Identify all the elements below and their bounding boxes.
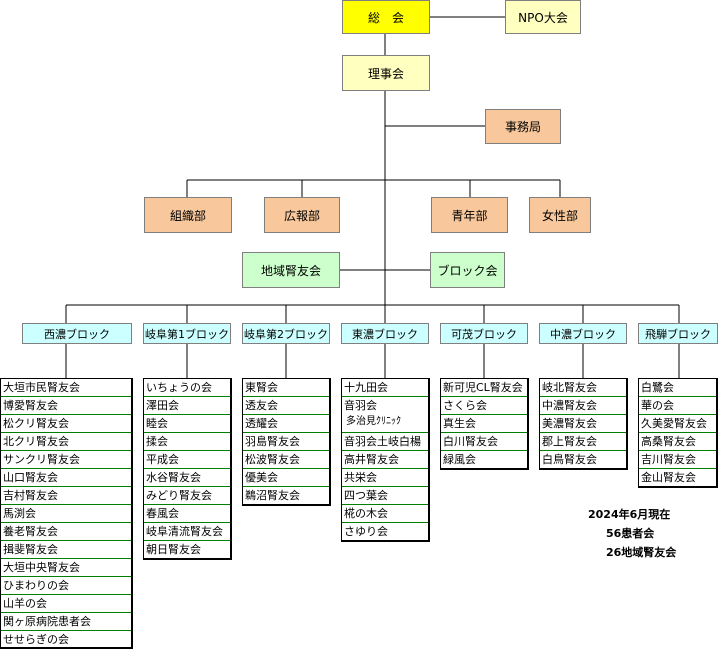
member-list-kamo: 新可児CL腎友会 さくら会 真生会 白川腎友会 緑風会 <box>440 378 529 470</box>
list-item: 華の会 <box>639 397 716 415</box>
list-item: 金山腎友会 <box>641 471 696 484</box>
list-item: 高井腎友会 <box>342 451 428 469</box>
list-item: 山羊の会 <box>1 595 131 613</box>
list-item: 鵜沼腎友会 <box>245 489 300 502</box>
department-box-pr: 広報部 <box>264 197 340 233</box>
block-header-tono: 東濃ブロック <box>341 323 429 344</box>
list-item: 関ヶ原病院患者会 <box>1 613 131 631</box>
list-item: いちょうの会 <box>144 379 230 397</box>
list-item: 博愛腎友会 <box>1 397 131 415</box>
board-box: 理事会 <box>342 55 430 91</box>
list-item: 白鷺会 <box>639 379 716 397</box>
list-item: 睦会 <box>144 415 230 433</box>
list-item: 春風会 <box>144 505 230 523</box>
list-item: 揉会 <box>144 433 230 451</box>
block-header-gifu1: 岐阜第1ブロック <box>143 323 231 344</box>
list-item: みどり腎友会 <box>144 487 230 505</box>
list-item: ひまわりの会 <box>1 577 131 595</box>
list-item: 優美会 <box>243 469 329 487</box>
member-list-tono: 十九田会 音羽会 多治見ｸﾘﾆｯｸ 音羽会土岐白楊 高井腎友会 共栄会 四つ葉会… <box>341 378 430 542</box>
member-list-seino: 大垣市民腎友会 博愛腎友会 松クリ腎友会 北クリ腎友会 サンクリ腎友会 山口腎友… <box>0 378 133 649</box>
list-item: せせらぎの会 <box>3 633 69 646</box>
list-item: 吉川腎友会 <box>639 451 716 469</box>
block-header-hida: 飛騨ブロック <box>638 323 718 344</box>
list-item: 山口腎友会 <box>1 469 131 487</box>
list-item: 音羽会土岐白楊 <box>342 433 428 451</box>
list-item: 新可児CL腎友会 <box>441 379 527 397</box>
list-item: 中濃腎友会 <box>540 397 626 415</box>
list-item: 共栄会 <box>342 469 428 487</box>
regional-association-box: 地域腎友会 <box>242 252 340 288</box>
member-list-gifu2: 東腎会 透友会 透耀会 羽島腎友会 松波腎友会 優美会 鵜沼腎友会 <box>242 378 331 506</box>
list-item: 松波腎友会 <box>243 451 329 469</box>
list-item: 多治見ｸﾘﾆｯｸ <box>342 412 428 433</box>
npo-meeting-box: NPO大会 <box>505 0 581 34</box>
list-item: 吉村腎友会 <box>1 487 131 505</box>
block-header-seino: 西濃ブロック <box>22 323 132 344</box>
department-box-women: 女性部 <box>529 197 591 233</box>
list-item: 美濃腎友会 <box>540 415 626 433</box>
list-item: 澤田会 <box>144 397 230 415</box>
member-list-hida: 白鷺会 華の会 久美愛腎友会 高桑腎友会 吉川腎友会 金山腎友会 <box>638 378 718 488</box>
general-meeting-box: 総 会 <box>342 0 430 34</box>
department-box-organization: 組織部 <box>144 197 232 233</box>
list-item: 東腎会 <box>243 379 329 397</box>
list-item: 真生会 <box>441 415 527 433</box>
block-header-kamo: 可茂ブロック <box>440 323 528 344</box>
list-item: 揖斐腎友会 <box>1 541 131 559</box>
list-item: 松クリ腎友会 <box>1 415 131 433</box>
list-item: 白川腎友会 <box>441 433 527 451</box>
list-item: さゆり会 <box>344 525 388 538</box>
list-item: 岐北腎友会 <box>540 379 626 397</box>
list-item: 白鳥腎友会 <box>542 453 597 466</box>
list-item: 透友会 <box>243 397 329 415</box>
list-item: 椛の木会 <box>342 505 428 523</box>
list-item: さくら会 <box>441 397 527 415</box>
list-item: 十九田会 <box>342 379 428 397</box>
member-list-chuno: 岐北腎友会 中濃腎友会 美濃腎友会 郡上腎友会 白鳥腎友会 <box>539 378 628 470</box>
note-regional-groups: 26地域腎友会 <box>606 546 677 559</box>
list-item: 羽島腎友会 <box>243 433 329 451</box>
list-item: 郡上腎友会 <box>540 433 626 451</box>
list-item: 緑風会 <box>443 453 476 466</box>
list-item: 養老腎友会 <box>1 523 131 541</box>
block-header-gifu2: 岐阜第2ブロック <box>242 323 330 344</box>
list-item: 岐阜清流腎友会 <box>144 523 230 541</box>
list-item: 四つ葉会 <box>342 487 428 505</box>
secretariat-box: 事務局 <box>485 109 561 144</box>
list-item: 朝日腎友会 <box>146 543 201 556</box>
list-item: 透耀会 <box>243 415 329 433</box>
block-meeting-box: ブロック会 <box>430 252 505 288</box>
note-patient-groups: 56患者会 <box>606 527 655 540</box>
list-item: 大垣中央腎友会 <box>1 559 131 577</box>
list-item: 平成会 <box>144 451 230 469</box>
list-item: 水谷腎友会 <box>144 469 230 487</box>
list-item: 馬渕会 <box>1 505 131 523</box>
list-item: 北クリ腎友会 <box>1 433 131 451</box>
member-list-gifu1: いちょうの会 澤田会 睦会 揉会 平成会 水谷腎友会 みどり腎友会 春風会 岐阜… <box>143 378 232 560</box>
list-item: 久美愛腎友会 <box>639 415 716 433</box>
department-box-youth: 青年部 <box>431 197 508 233</box>
note-date: 2024年6月現在 <box>588 508 671 521</box>
list-item: 大垣市民腎友会 <box>1 379 131 397</box>
list-item-sub: 多治見ｸﾘﾆｯｸ <box>346 416 401 427</box>
block-header-chuno: 中濃ブロック <box>539 323 627 344</box>
list-item: 音羽会 <box>344 399 377 412</box>
list-item: 高桑腎友会 <box>639 433 716 451</box>
list-item: サンクリ腎友会 <box>1 451 131 469</box>
